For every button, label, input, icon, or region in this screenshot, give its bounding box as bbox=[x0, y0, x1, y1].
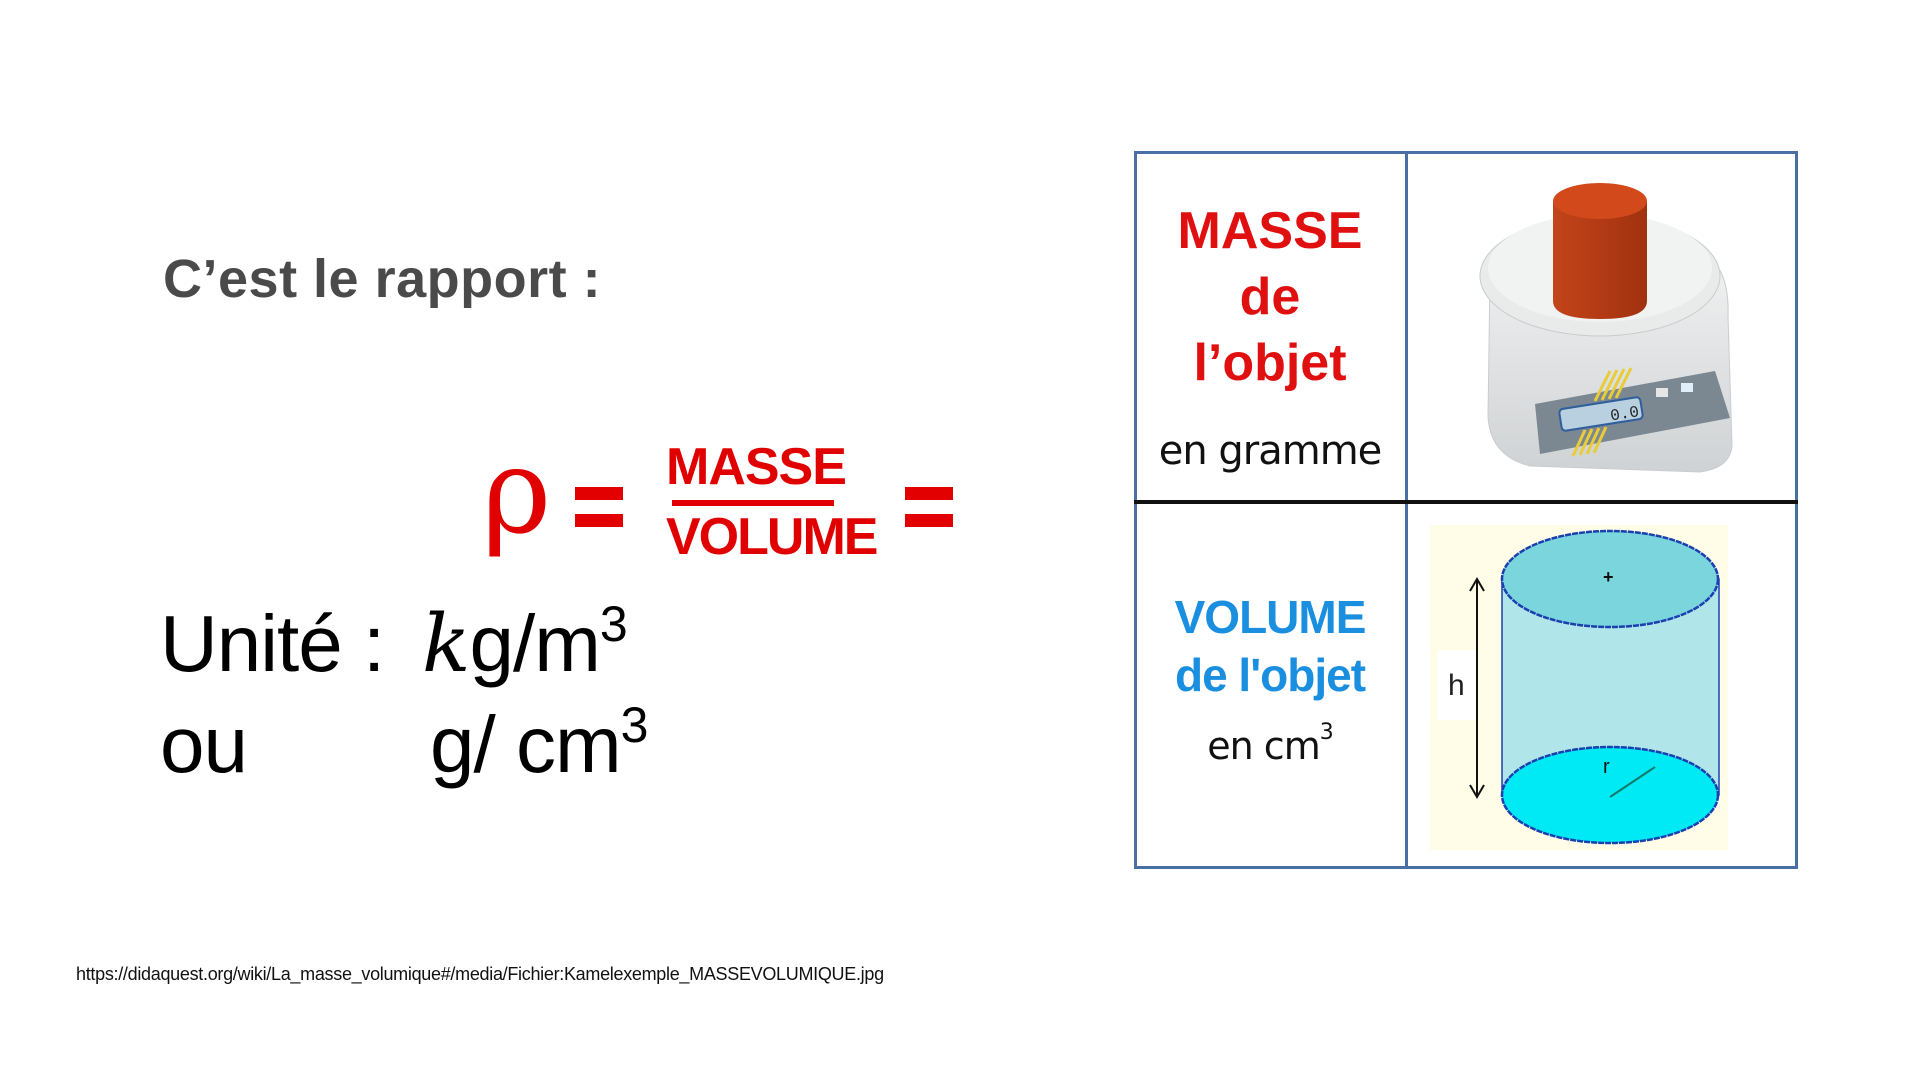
volume-unit: en cm3 bbox=[1134, 720, 1406, 768]
mass-title-line: l’objet bbox=[1193, 334, 1347, 392]
unit-k: k bbox=[422, 597, 470, 690]
equals-sign bbox=[575, 487, 623, 527]
unit-line-secondary: ou g/ cm3 bbox=[160, 700, 648, 785]
equals-bar-bottom bbox=[905, 514, 953, 527]
center-mark: + bbox=[1603, 567, 1614, 587]
mass-cell-title: MASSE de l’objet bbox=[1134, 198, 1406, 396]
cylinder-diagram-icon: r + h bbox=[1430, 525, 1728, 850]
mass-title-line: MASSE bbox=[1177, 202, 1363, 260]
volume-title-line: VOLUME bbox=[1174, 591, 1367, 643]
unit-line-primary: Unité : kg/m3 bbox=[160, 599, 628, 684]
intro-heading: C’est le rapport : bbox=[163, 249, 602, 309]
unit-label: Unité : bbox=[160, 599, 385, 688]
unit-value-g-cm3: g/ cm3 bbox=[430, 700, 648, 785]
digital-scale-icon: 0.0 bbox=[1479, 183, 1733, 473]
fraction: MASSE VOLUME bbox=[666, 438, 878, 566]
unit-exponent: 3 bbox=[620, 697, 649, 753]
scale-display-reading: 0.0 bbox=[1609, 403, 1640, 425]
equals-bar-top bbox=[575, 487, 623, 500]
unit-exponent: 3 bbox=[599, 596, 628, 652]
volume-unit-exponent: 3 bbox=[1319, 720, 1334, 746]
height-label: h bbox=[1448, 669, 1465, 702]
mass-title-line: de bbox=[1239, 268, 1301, 326]
volume-cell-title: VOLUME de l'objet bbox=[1134, 588, 1406, 704]
rho-symbol: ρ bbox=[482, 422, 552, 560]
radius-label: r bbox=[1603, 756, 1610, 778]
table-row-divider bbox=[1134, 500, 1798, 504]
fraction-numerator: MASSE bbox=[666, 438, 847, 496]
mass-volume-table bbox=[1134, 151, 1798, 869]
unit-alt-label: ou bbox=[160, 700, 248, 789]
fraction-denominator: VOLUME bbox=[666, 508, 878, 566]
volume-unit-text: en cm bbox=[1207, 724, 1320, 768]
table-column-divider bbox=[1405, 151, 1408, 869]
unit-text: g/ cm bbox=[430, 700, 622, 789]
equals-bar-bottom bbox=[575, 514, 623, 527]
source-url: https://didaquest.org/wiki/La_masse_volu… bbox=[76, 964, 884, 984]
fraction-bar bbox=[672, 500, 834, 506]
unit-value-kg-m3: kg/m3 bbox=[422, 599, 628, 684]
equals-sign-2 bbox=[905, 487, 953, 527]
volume-title-line: de l'objet bbox=[1174, 649, 1366, 701]
equals-bar-top bbox=[905, 487, 953, 500]
unit-rest: g/m bbox=[469, 599, 600, 688]
mass-unit: en gramme bbox=[1158, 428, 1383, 474]
